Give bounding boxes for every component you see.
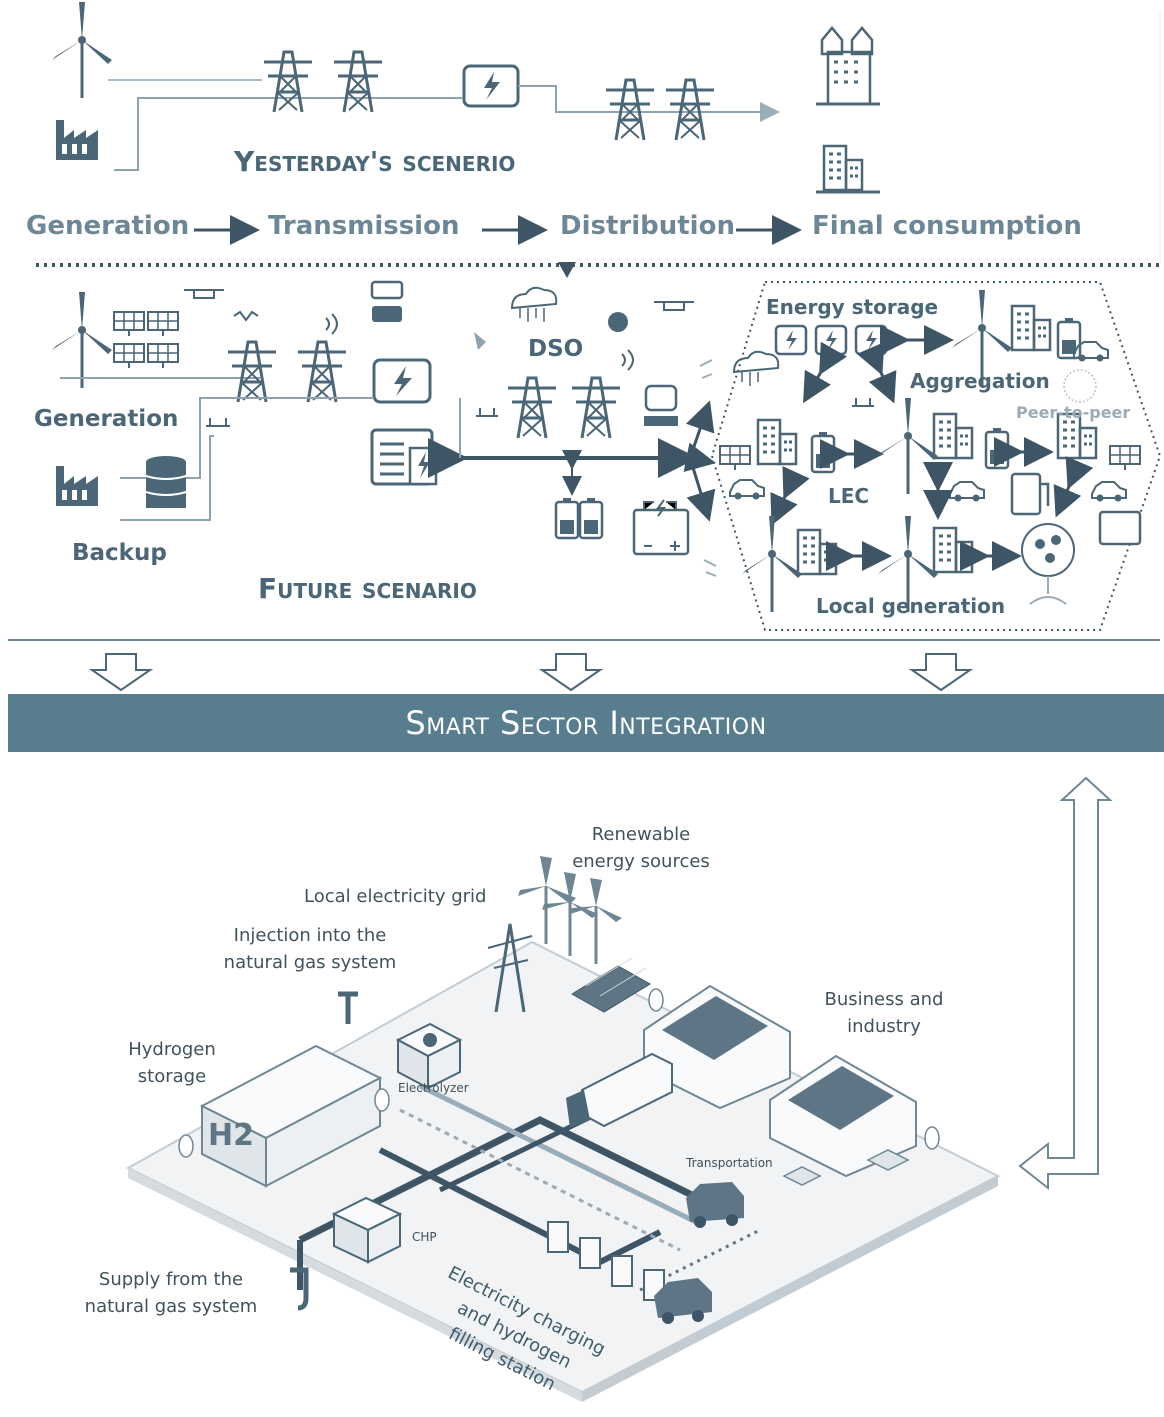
annotation-line: storage: [137, 1066, 207, 1087]
energy-storage-label: Energy storage: [766, 295, 939, 319]
feedback-arrow: [1018, 776, 1113, 1191]
dso-label: DSO: [528, 336, 584, 362]
chp-label: CHP: [412, 1230, 437, 1244]
isometric-scene: [122, 836, 1001, 1402]
smart-sector-integration-banner: Smart Sector Integration: [8, 694, 1164, 752]
local-generation-label: Local generation: [816, 594, 1006, 618]
yesterday-graphics: [36, 0, 1162, 278]
future-backup-label: Backup: [72, 540, 167, 566]
annotation-line: Renewable: [591, 824, 691, 845]
local-grid-annotation: Local electricity grid: [304, 886, 487, 907]
hydrogen-storage-annotation: Hydrogen storage: [120, 1036, 224, 1090]
yesterday-scenario-title: Yesterday's scenerio: [234, 145, 516, 178]
h2-tank-label: H2: [208, 1118, 254, 1153]
stage-generation: Generation: [26, 211, 190, 241]
annotation-line: energy sources: [572, 851, 710, 872]
transportation-label: Transportation: [686, 1156, 773, 1170]
peer-to-peer-label: Peer-to-peer: [1016, 403, 1131, 422]
stage-distribution: Distribution: [560, 211, 735, 241]
annotation-line: Supply from the: [98, 1269, 244, 1290]
future-generation-label: Generation: [34, 406, 179, 432]
stage-transmission: Transmission: [268, 211, 460, 241]
future-scenario-title: Future scenario: [258, 572, 477, 605]
aggregation-label: Aggregation: [910, 369, 1050, 393]
annotation-line: industry: [847, 1016, 921, 1037]
annotation-line: natural gas system: [223, 952, 397, 973]
electrolyzer-label: Electrolyzer: [398, 1081, 469, 1095]
lec-label: LEC: [828, 484, 870, 508]
supply-annotation: Supply from the natural gas system: [78, 1266, 264, 1320]
annotation-line: natural gas system: [84, 1296, 258, 1317]
renewable-energy-annotation: Renewable energy sources: [562, 821, 720, 875]
future-graphics: [8, 280, 1162, 692]
business-industry-annotation: Business and industry: [820, 986, 948, 1040]
annotation-line: Injection into the: [233, 925, 387, 946]
annotation-line: Business and: [824, 989, 944, 1010]
annotation-line: Hydrogen: [128, 1039, 216, 1060]
injection-annotation: Injection into the natural gas system: [222, 922, 398, 976]
stage-final-consumption: Final consumption: [812, 211, 1082, 241]
